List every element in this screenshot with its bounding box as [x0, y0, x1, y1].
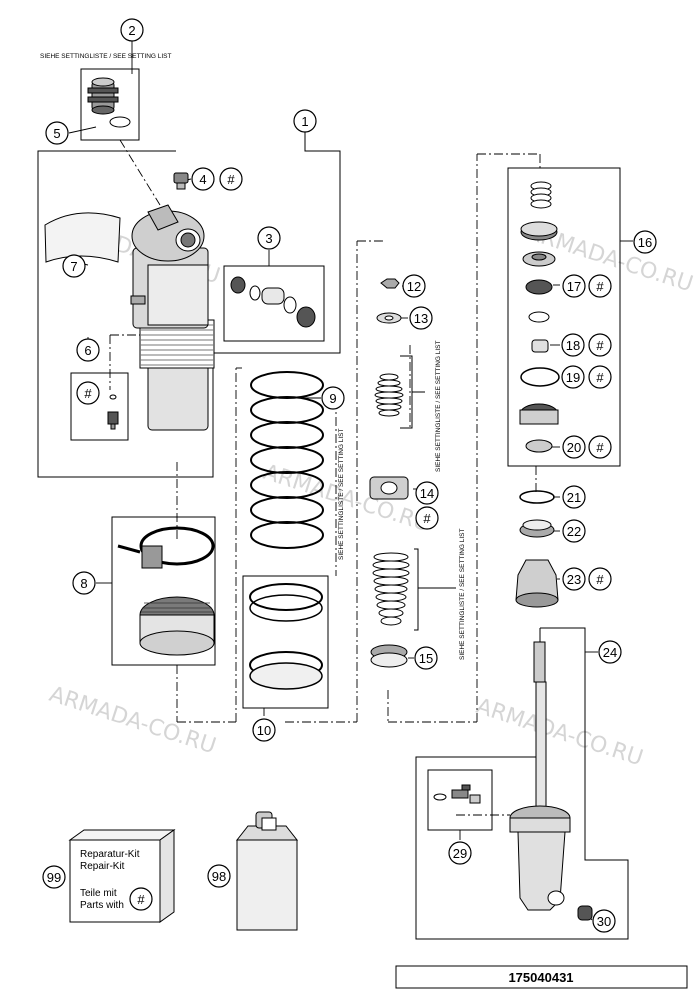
- setting-brackets: [400, 355, 456, 631]
- kit-label-reparatur: Reparatur-Kit: [80, 849, 140, 860]
- setting-note-shims-2: SIEHE SETTINGLISTE / SEE SETTING LIST: [459, 528, 466, 660]
- callout-5: 5: [53, 126, 60, 141]
- callout-16: 16: [638, 235, 652, 250]
- hash-badge-circles: [76, 167, 612, 911]
- hash-badge-14: #: [423, 511, 431, 526]
- document-number: 175040431: [508, 970, 573, 985]
- callout-10: 10: [257, 723, 271, 738]
- callout-21: 21: [567, 490, 581, 505]
- callout-22: 22: [567, 524, 581, 539]
- callout-29: 29: [453, 846, 467, 861]
- part-3-bushings-illustration: [230, 276, 316, 328]
- callout-4: 4: [199, 172, 206, 187]
- callout-8: 8: [80, 576, 87, 591]
- part-10-spring-seats-illustration: [249, 583, 323, 690]
- part-2-box: [80, 68, 140, 141]
- part-24-box: [415, 627, 629, 940]
- part-98-oil-can-illustration: [235, 811, 299, 931]
- part-2-adjuster-illustration: [87, 77, 131, 128]
- hash-badge-23: #: [596, 572, 604, 587]
- part-3-box: [223, 265, 325, 342]
- callout-17: 17: [567, 279, 581, 294]
- callout-20: 20: [567, 440, 581, 455]
- callout-18: 18: [566, 338, 580, 353]
- part-24-shaft-clevis-illustration: [509, 641, 593, 921]
- hash-badge-17: #: [596, 279, 604, 294]
- part-10-box: [242, 575, 329, 709]
- part-16-reservoir-parts-illustration: [519, 181, 560, 453]
- watermark: ARMADA-CO.RU: [473, 694, 646, 771]
- callout-3: 3: [265, 231, 272, 246]
- parts-21-23-illustration: [515, 490, 559, 608]
- hash-badge-symbols: # # # # # # # # #: [84, 172, 604, 907]
- kit-label-teile-mit: Teile mit: [80, 888, 117, 899]
- part-9-spring-illustration: [250, 371, 324, 549]
- callout-98: 98: [212, 869, 226, 884]
- hash-badge-6: #: [84, 386, 92, 401]
- callout-circles: [42, 18, 657, 933]
- hash-badge-4: #: [227, 172, 235, 187]
- part-6-box: [70, 372, 129, 441]
- callout-19: 19: [566, 370, 580, 385]
- callout-15: 15: [419, 651, 433, 666]
- hash-badge-kit: #: [137, 892, 145, 907]
- setting-note-shims-1: SIEHE SETTINGLISTE / SEE SETTING LIST: [435, 340, 442, 472]
- callout-numbers: 1 2 3 4 5 6 7 8 9 10 12 13 14 15 16 17 1…: [47, 23, 652, 929]
- part-4-screw-illustration: [173, 172, 189, 190]
- kit-label-parts-with: Parts with: [80, 900, 124, 911]
- shock-body-illustration: [130, 204, 215, 431]
- callout-7: 7: [70, 259, 77, 274]
- hash-badge-20: #: [596, 440, 604, 455]
- part-7-shield-illustration: [44, 212, 121, 263]
- part-99-repair-kit-box: Reparatur-Kit Repair-Kit Teile mit Parts…: [68, 829, 176, 923]
- setting-note-top: SIEHE SETTINGLISTE / SEE SETTING LIST: [40, 53, 172, 60]
- callout-13: 13: [414, 311, 428, 326]
- part-8-preload-ring-illustration: [117, 526, 215, 656]
- callout-30: 30: [597, 914, 611, 929]
- callout-2: 2: [128, 23, 135, 38]
- part-8-box: [111, 516, 216, 666]
- watermark: ARMADA-CO.RU: [46, 682, 219, 759]
- setting-note-spring: SIEHE SETTINGLISTE / SEE SETTING LIST: [338, 428, 345, 560]
- callout-23: 23: [567, 572, 581, 587]
- part-29-valve-illustration: [433, 784, 481, 804]
- center-parts-illustration: [369, 278, 410, 668]
- document-number-box: [395, 965, 688, 989]
- hash-badge-18: #: [596, 338, 604, 353]
- part-16-box: [507, 167, 621, 467]
- callout-9: 9: [329, 391, 336, 406]
- callout-6: 6: [84, 343, 91, 358]
- callout-14: 14: [420, 486, 434, 501]
- kit-label-repair: Repair-Kit: [80, 861, 125, 872]
- part-6-valve-illustration: [107, 394, 119, 430]
- callout-99: 99: [47, 870, 61, 885]
- callout-24: 24: [603, 645, 617, 660]
- callout-1: 1: [301, 114, 308, 129]
- callout-leaders: [68, 40, 633, 921]
- callout-12: 12: [407, 279, 421, 294]
- hash-badge-19: #: [596, 370, 604, 385]
